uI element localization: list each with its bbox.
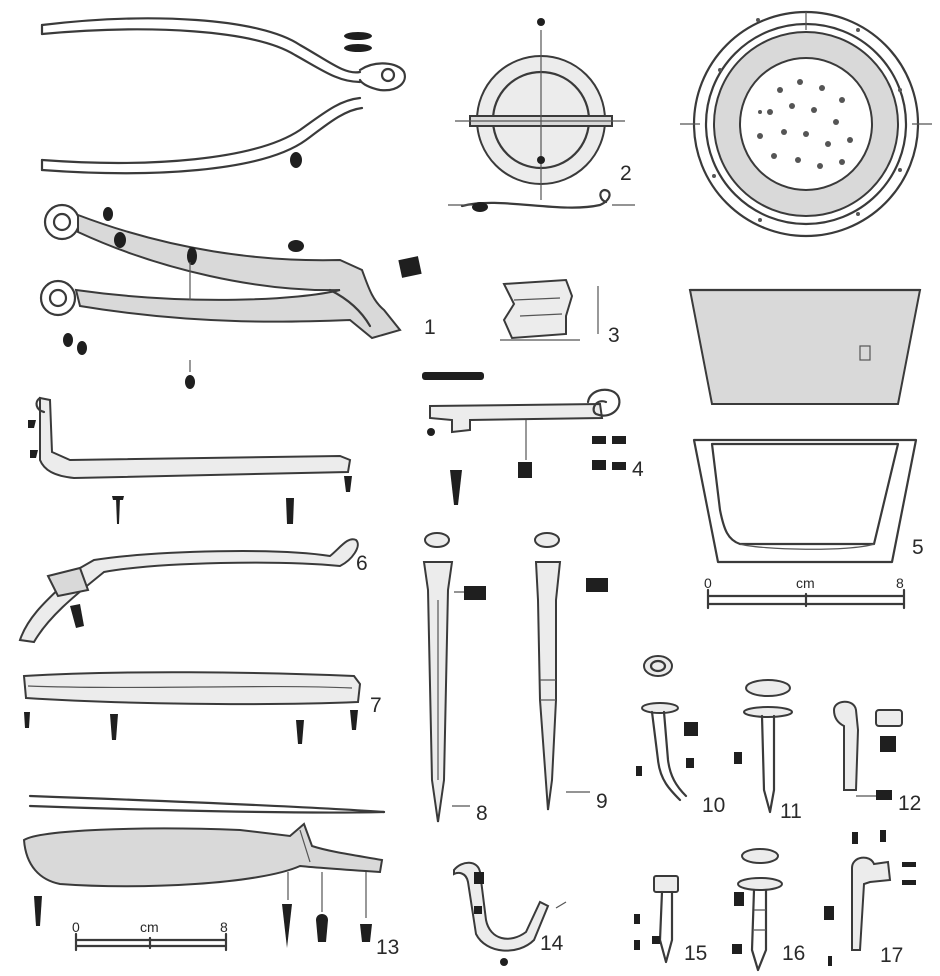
figure-shears-handles: 1 (39, 203, 436, 389)
label-4: 4 (632, 458, 644, 481)
figure-handle: 6 (18, 538, 368, 644)
figure-strip: 7 (22, 671, 382, 744)
scale-right-end: 8 (896, 575, 904, 591)
label-5: 5 (912, 536, 924, 559)
scale-right-unit: cm (796, 575, 815, 591)
scale-cm-right: 0 cm 8 (704, 575, 906, 610)
figure-penannular-brooch: 2 (448, 18, 635, 212)
label-6: 6 (356, 552, 368, 575)
figure-awl-b: 9 (534, 532, 608, 813)
label-9: 9 (596, 790, 608, 813)
figure-nail-12: 12 (832, 700, 921, 815)
figure-nail-15: 15 (634, 875, 707, 965)
label-7: 7 (370, 694, 382, 717)
scale-left-unit: cm (140, 919, 159, 935)
scale-cm-left: 0 cm 8 (72, 919, 228, 952)
figure-nail-10: 10 (636, 655, 725, 817)
figure-key: 4 (422, 372, 644, 505)
label-1: 1 (424, 316, 436, 339)
figure-fragment: 3 (500, 278, 620, 347)
figure-knife: 0 cm 8 13 (22, 794, 399, 959)
scale-left-start: 0 (72, 919, 80, 935)
figure-vessel: 0 cm 8 5 (688, 288, 924, 610)
scale-left-end: 8 (220, 919, 228, 935)
label-17: 17 (880, 944, 903, 967)
label-10: 10 (702, 794, 725, 817)
label-14: 14 (540, 932, 564, 955)
figure-bar (28, 396, 352, 524)
figure-nail-16: 16 (732, 848, 805, 972)
figure-hook: 14 (453, 861, 567, 966)
label-11: 11 (780, 800, 802, 823)
label-2: 2 (620, 162, 632, 185)
label-16: 16 (782, 942, 805, 965)
figure-strainer (680, 10, 932, 238)
label-12: 12 (898, 792, 921, 815)
figure-nail-11: 11 (734, 679, 802, 823)
label-13: 13 (376, 936, 399, 959)
scale-right-start: 0 (704, 575, 712, 591)
label-3: 3 (608, 324, 620, 347)
label-8: 8 (476, 802, 488, 825)
label-15: 15 (684, 942, 707, 965)
figure-awl-a: 8 (422, 532, 488, 825)
figure-shears (40, 17, 406, 175)
figure-nail-17: 17 (824, 830, 916, 967)
